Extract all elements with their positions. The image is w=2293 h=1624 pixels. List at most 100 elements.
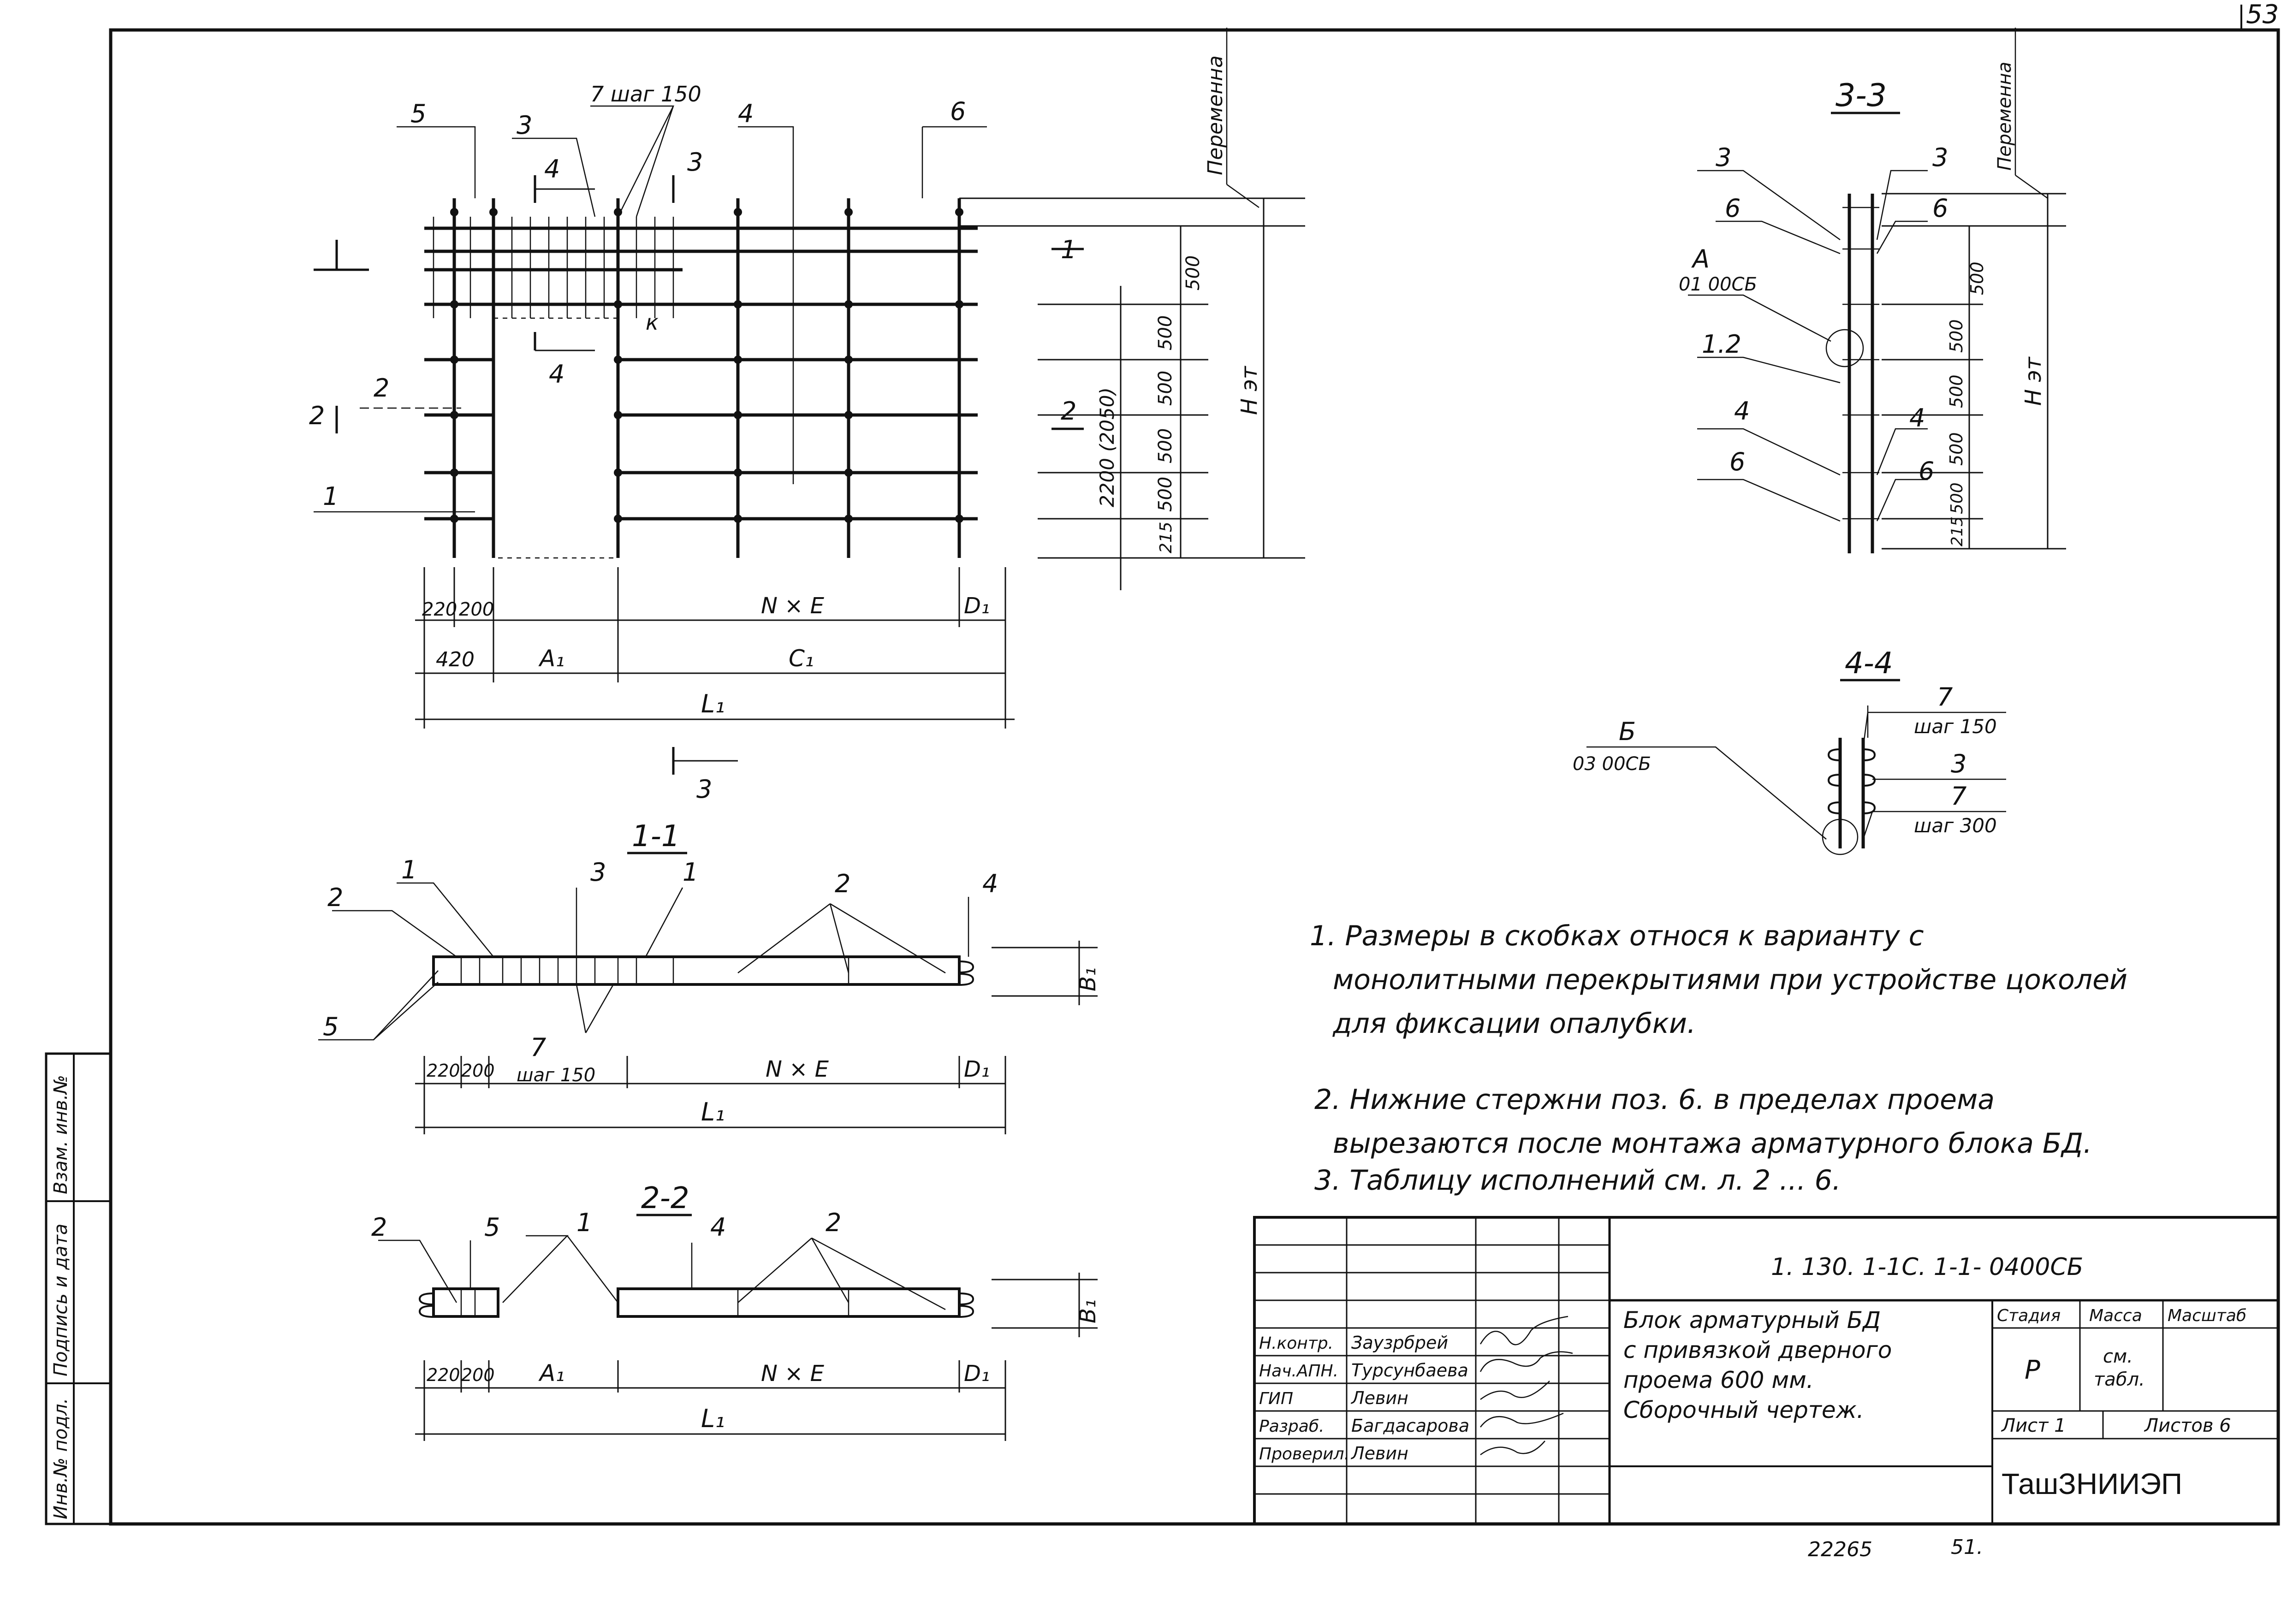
main-dim-200: 200	[459, 599, 494, 620]
main-dim-420: 420	[436, 648, 475, 671]
s11-label-4: 4	[982, 869, 998, 898]
name-2: Турсунбаева	[1351, 1360, 1468, 1381]
section-22-drawing	[378, 1214, 1098, 1441]
s44-label-7a: 7	[1937, 682, 1953, 711]
main-dim-220: 220	[422, 599, 457, 620]
s11-label-1a: 1	[401, 855, 417, 884]
s22-dim-nxe: N × E	[761, 1361, 825, 1387]
s22-label-2: 2	[371, 1213, 387, 1242]
main-label-6: 6	[950, 97, 966, 126]
s33-label-4-right: 4	[1909, 403, 1925, 433]
s22-label-4: 4	[710, 1213, 726, 1242]
s44-label-3: 3	[1951, 749, 1966, 778]
s11-label-5: 5	[323, 1012, 339, 1041]
main-h-et: H эт	[1236, 365, 1262, 415]
s11-dim-nxe: N × E	[766, 1056, 829, 1082]
s33-h-et: H эт	[2020, 356, 2046, 406]
name-3: Левин	[1350, 1388, 1408, 1408]
s11-label-1b: 1	[683, 858, 698, 887]
title-line-1: Блок арматурный БД	[1623, 1307, 1881, 1334]
main-cut-2-right: 2	[1061, 397, 1076, 426]
org-name: ТашЗНИИЭП	[2002, 1467, 2182, 1500]
s11-dim-d1: D₁	[964, 1056, 990, 1082]
s33-label-1-2: 1.2	[1702, 330, 1741, 359]
s11-label-2b: 2	[835, 869, 850, 898]
role-4: Разраб.	[1259, 1417, 1324, 1436]
section-33-drawing	[1688, 28, 2066, 553]
s44-label-step300: шаг 300	[1914, 814, 1997, 837]
page-number: 53	[2246, 0, 2279, 30]
name-5: Левин	[1350, 1443, 1408, 1464]
s11-dim-200: 200	[461, 1061, 495, 1081]
s33-label-4-left: 4	[1734, 397, 1750, 426]
note-line-6: 3. Таблицу исполнений см. л. 2 ... 6.	[1314, 1164, 1841, 1197]
bottom-sheet: 51.	[1951, 1535, 1983, 1559]
s33-label-6-left2: 6	[1729, 447, 1745, 476]
s33-dim-215: 215	[1948, 516, 1966, 546]
mass-value-2: табл.	[2094, 1369, 2145, 1390]
main-view-rebar	[424, 198, 978, 559]
main-dim-500-b: 500	[1155, 315, 1176, 350]
main-dim-d1: D₁	[964, 593, 990, 619]
main-cut-4-lower: 4	[549, 360, 564, 389]
main-dim-nxe: N × E	[761, 593, 825, 619]
section-22-title: 2-2	[641, 1181, 689, 1215]
main-dim-2200: 2200 (2050)	[1096, 387, 1118, 507]
s33-label-6-left: 6	[1725, 194, 1741, 223]
s33-dim-500-e: 500	[1948, 482, 1966, 514]
s22-dim-b1: B₁	[1075, 1299, 1101, 1323]
s22-dim-a1: A₁	[538, 1360, 564, 1387]
mass-value-1: см.	[2103, 1346, 2133, 1367]
main-label-5: 5	[410, 99, 426, 128]
s22-label-5: 5	[484, 1213, 500, 1242]
main-dim-500-e: 500	[1155, 477, 1176, 512]
title-doc-code: 1. 130. 1-1С. 1-1- 0400СБ	[1771, 1253, 2083, 1281]
sheets-label: Листов 6	[2144, 1415, 2231, 1436]
s11-dim-l1: L₁	[701, 1097, 725, 1126]
s33-label-3-left: 3	[1716, 143, 1731, 172]
main-cut-1: 1	[1061, 235, 1076, 264]
main-view-leaders	[314, 28, 1305, 775]
s22-dim-200: 200	[461, 1365, 495, 1385]
title-block-grid	[1253, 1216, 2280, 1525]
s11-label-step: шаг 150	[517, 1065, 595, 1086]
note-line-4: 2. Нижние стержни поз. 6. в пределах про…	[1314, 1084, 1995, 1116]
role-1: Н.контр.	[1259, 1334, 1333, 1353]
side-stamp-field-2: Подпись и дата	[50, 1224, 71, 1376]
s22-dim-220: 220	[427, 1365, 460, 1385]
main-label-k: к	[646, 310, 659, 335]
main-dim-500-d: 500	[1155, 428, 1176, 463]
s33-dim-500-c: 500	[1946, 374, 1966, 408]
section-11-drawing	[318, 852, 1098, 1134]
main-label-4: 4	[738, 99, 754, 128]
main-cut-4: 4	[544, 154, 560, 184]
s44-label-ref: 03 00СБ	[1573, 753, 1651, 775]
section-11-title: 1-1	[632, 819, 680, 853]
s11-label-7: 7	[530, 1033, 546, 1062]
main-dim-215: 215	[1157, 522, 1176, 553]
s22-dim-l1: L₁	[701, 1404, 725, 1433]
role-2: Нач.АПН.	[1259, 1362, 1338, 1381]
s33-label-3-right: 3	[1932, 143, 1948, 172]
s33-dim-500-d: 500	[1946, 432, 1966, 466]
side-stamp-field-3: Инв.№ подл.	[50, 1398, 71, 1519]
s11-label-3: 3	[590, 858, 606, 887]
s44-label-step150: шаг 150	[1914, 715, 1997, 738]
title-line-4: Сборочный чертеж.	[1623, 1397, 1864, 1423]
s33-dim-500-a: 500	[1967, 261, 1987, 295]
role-5: Проверил.	[1259, 1445, 1349, 1464]
stage-value: Р	[2025, 1355, 2040, 1385]
s33-label-ref: 01 00СБ	[1679, 274, 1757, 295]
role-3: ГИП	[1259, 1389, 1293, 1408]
note-line-3: для фиксации опалубки.	[1332, 1008, 1696, 1040]
scale-header: Масштаб	[2168, 1306, 2246, 1325]
note-line-2: монолитными перекрытиями при устройстве …	[1333, 964, 2127, 996]
main-label-7-step: 7 шаг 150	[590, 82, 701, 107]
section-33-title: 3-3	[1836, 77, 1887, 114]
title-line-2: с привязкой дверного	[1623, 1337, 1892, 1363]
side-stamp-field-1: Взам. инв.№	[50, 1075, 71, 1194]
main-label-2: 2	[374, 373, 389, 403]
s44-label-b: Б	[1619, 717, 1636, 746]
name-4: Багдасарова	[1351, 1416, 1469, 1436]
